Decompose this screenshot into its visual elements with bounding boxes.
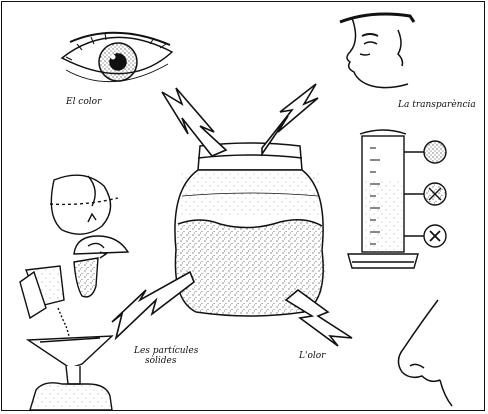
- arrow-to-particles: [112, 272, 194, 338]
- arrow-to-odor: [286, 290, 352, 346]
- jar-icon: [175, 143, 325, 316]
- graduated-cylinder-icon: [348, 130, 446, 268]
- face-profile-icon: [340, 14, 414, 88]
- nose-icon: [398, 300, 452, 406]
- eye-icon: [62, 33, 172, 82]
- label-color: El color: [66, 98, 101, 107]
- label-particles-line2: sòlides: [145, 357, 177, 366]
- label-odor: L'olor: [299, 352, 325, 361]
- label-transparency: La transparència: [398, 101, 476, 110]
- funnel-filter-icon: [20, 266, 112, 410]
- arrow-to-eye: [162, 88, 226, 156]
